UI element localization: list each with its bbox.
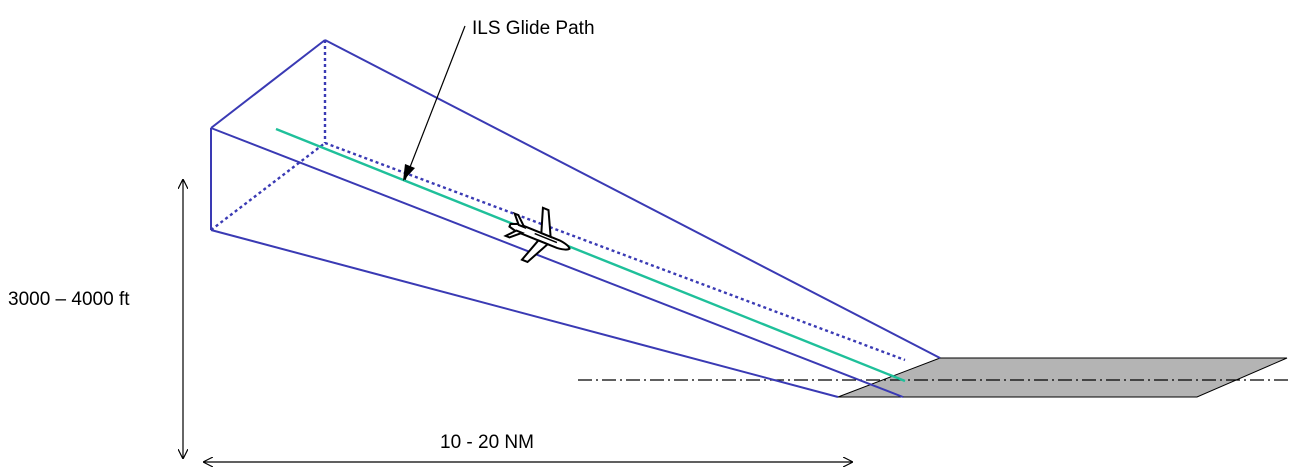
glide-path-label: ILS Glide Path [472,18,595,39]
distance-label: 10 - 20 NM [440,432,534,453]
airplane-icon [503,206,571,264]
beam-hidden-glide-edge [324,141,906,362]
beam-hidden-diagonal [210,142,326,231]
beam-lower-edge [210,229,839,398]
altitude-label: 3000 – 4000 ft [8,289,130,310]
beam-top-edge [210,39,326,129]
beam-near-upper-edge [210,127,904,398]
glide-path-callout-arrowhead [403,164,415,181]
beam-far-upper-edge [324,39,941,359]
glide-path-line [275,127,906,383]
glide-path-callout-arrow [404,25,466,181]
beam-outline [210,39,941,398]
runway [837,357,1288,398]
beam-hidden-edges [210,40,906,362]
